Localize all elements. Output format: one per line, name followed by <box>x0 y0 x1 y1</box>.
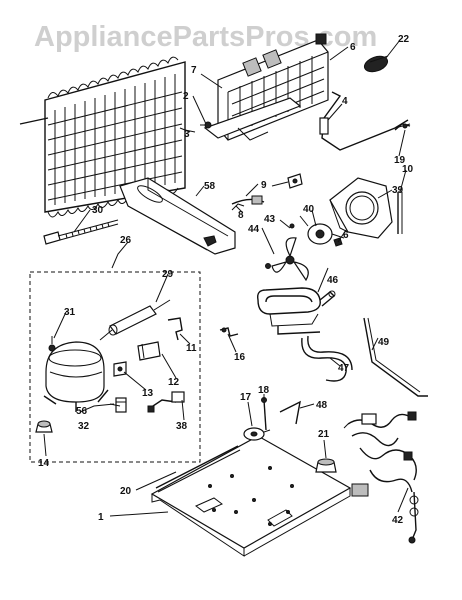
callout-38: 38 <box>176 421 188 432</box>
callout-48: 48 <box>316 400 328 411</box>
drain-tube-part-47 <box>301 335 353 382</box>
callout-49: 49 <box>378 337 390 348</box>
drier-part-29 <box>99 299 171 341</box>
compressor-assembly-box <box>29 271 201 463</box>
screw-part-43 <box>289 223 295 229</box>
drain-tube-part-10 <box>397 192 403 234</box>
heater-wire-harness <box>319 91 411 151</box>
callout-32: 32 <box>78 421 90 432</box>
callout-26: 26 <box>120 235 132 246</box>
callout-46: 46 <box>327 275 339 286</box>
defrost-thermostat <box>363 55 389 73</box>
callout-14: 14 <box>38 458 50 469</box>
callout-39: 39 <box>392 185 404 196</box>
wire-part-38 <box>147 391 185 413</box>
clip-part-16 <box>219 327 239 337</box>
bolt-part-30 <box>43 219 119 245</box>
water-line-part-49 <box>363 317 428 397</box>
rail-part-20 <box>155 445 241 493</box>
base-plate-part-1 <box>150 435 352 557</box>
callout-58: 58 <box>204 181 216 192</box>
wire-part-8 <box>231 195 265 211</box>
overload-part-13 <box>113 361 127 377</box>
callout-3: 3 <box>184 129 190 140</box>
leader-lines <box>43 39 409 517</box>
pin-part-18 <box>261 397 267 431</box>
grommet-part-14 <box>35 420 53 433</box>
callout-6-upper: 6 <box>350 42 356 53</box>
screw-part-2 <box>200 121 212 129</box>
fuse-part-19 <box>394 123 411 131</box>
foot-part-17 <box>243 427 271 441</box>
callout-43: 43 <box>264 214 276 225</box>
callout-44: 44 <box>248 224 260 235</box>
callout-18: 18 <box>258 385 270 396</box>
callout-42: 42 <box>392 515 404 526</box>
callout-16: 16 <box>234 352 246 363</box>
callout-8: 8 <box>238 210 244 221</box>
callout-56: 56 <box>76 406 88 417</box>
callout-17: 17 <box>240 392 252 403</box>
callout-2: 2 <box>183 91 189 102</box>
condenser-coil-part-46 <box>256 287 336 335</box>
evaporator-coil <box>19 56 196 218</box>
callout-4: 4 <box>342 96 348 107</box>
callout-12: 12 <box>168 377 180 388</box>
drain-pan-part-58 <box>119 177 236 255</box>
callout-22: 22 <box>398 34 410 45</box>
fan-motor-part-40 <box>299 215 345 245</box>
callout-1: 1 <box>98 512 104 523</box>
fan-blade-part-44 <box>265 237 309 282</box>
wire-harness-part-42 <box>343 411 419 544</box>
relay-part-12 <box>137 341 161 361</box>
callout-10: 10 <box>402 164 414 175</box>
callout-numbers: 7 2 3 6 22 4 19 10 9 58 39 8 40 43 44 6 … <box>38 34 414 526</box>
callout-47: 47 <box>338 363 350 374</box>
callout-40: 40 <box>303 204 315 215</box>
callout-9: 9 <box>261 180 267 191</box>
callout-20: 20 <box>120 486 132 497</box>
defrost-heater-assembly <box>203 33 329 141</box>
callout-19: 19 <box>394 155 406 166</box>
fan-shroud-part-39 <box>329 177 393 239</box>
callout-13: 13 <box>142 388 154 399</box>
callout-21: 21 <box>318 429 330 440</box>
callout-29: 29 <box>162 269 174 280</box>
callout-7: 7 <box>191 65 197 76</box>
wire-part-11 <box>167 317 183 341</box>
callout-30: 30 <box>92 205 104 216</box>
foot-part-21 <box>315 458 337 473</box>
compressor <box>43 336 109 412</box>
clip-part-9 <box>287 173 303 189</box>
rod-part-48 <box>279 400 301 425</box>
callout-31: 31 <box>64 307 76 318</box>
callout-6-lower: 6 <box>343 230 349 241</box>
callout-11: 11 <box>186 343 197 354</box>
